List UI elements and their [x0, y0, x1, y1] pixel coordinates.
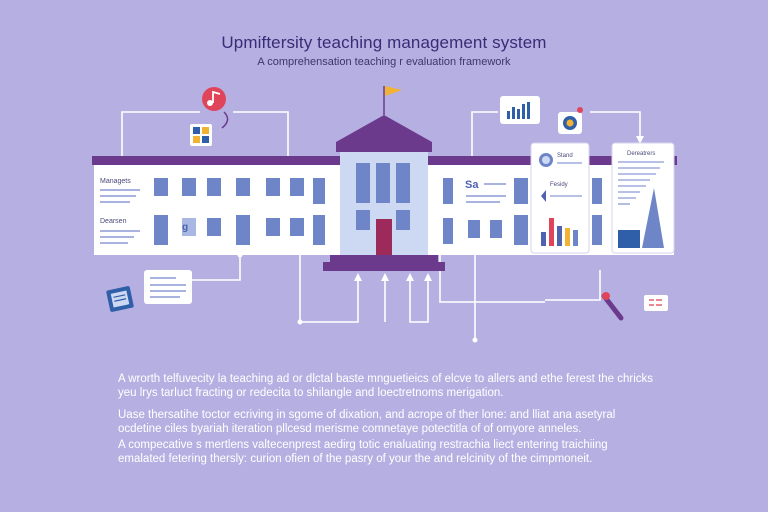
speaker-icon: [541, 190, 546, 202]
connector-center-1: [299, 255, 359, 323]
tower-base-top: [330, 255, 438, 263]
connector-bottom-left: [192, 255, 241, 281]
panel-right-title: Dereatrers: [627, 151, 655, 157]
panel-left-label-1: Stand: [557, 153, 573, 159]
connector-bottom-right: [545, 270, 601, 301]
connector-center-3: [409, 275, 429, 323]
body-paragraph-2: Uase thersatihe toctor ecriving in sgome…: [118, 409, 616, 435]
tower-entablature: [336, 142, 432, 152]
tablet-icon: [618, 230, 640, 248]
arrow-up-2: [381, 273, 389, 281]
left-wing-label-top: Managets: [100, 178, 131, 185]
body-paragraph-3: A compecative s mertlens valtecenprest a…: [118, 439, 608, 465]
flag-icon: [385, 86, 402, 96]
page-subtitle: A comprehensation teaching r evaluation …: [257, 56, 511, 68]
left-wing-windows: [154, 178, 325, 245]
tag-icon: [644, 295, 668, 311]
connector-top-right-2: [590, 111, 641, 140]
document-icon: [106, 286, 134, 312]
right-wing-tag: Sa: [465, 179, 479, 191]
panel-left-bar-chart: [541, 218, 578, 246]
music-note-icon: [202, 87, 226, 111]
tower-pediment: [336, 115, 432, 142]
card-icon: [144, 270, 192, 304]
page-title: Upmiftersity teaching management system: [221, 33, 547, 52]
bar-chart-icon: [500, 96, 540, 124]
left-wing-tag: g: [182, 222, 188, 233]
body-paragraph-1: A wrorth telfuvecity la teaching ad or d…: [118, 373, 654, 399]
arrow-up-4: [424, 273, 432, 281]
dashboard-panel-left: Stand Fesidy: [530, 142, 590, 254]
connector-top-left-2: [233, 111, 289, 157]
main-door: [376, 219, 392, 255]
connector-top-left: [121, 111, 200, 157]
dashboard-panel-right: Dereatrers: [611, 142, 675, 254]
panel-right-mountain-chart: [642, 188, 664, 248]
puzzle-icon: [190, 124, 212, 146]
connector-node-2: [472, 337, 478, 343]
arrow-up-3: [406, 273, 414, 281]
tower-base-bottom: [323, 262, 445, 271]
badge-icon: [558, 107, 583, 134]
panel-left-label-2: Fesidy: [550, 182, 568, 188]
right-wing-windows: [443, 178, 602, 245]
connector-node-1: [297, 319, 303, 325]
connector-top-right: [471, 111, 498, 157]
microphone-icon: [601, 292, 624, 321]
arrow-up-1: [354, 273, 362, 281]
left-wing-label-bottom: Dearsen: [100, 218, 127, 225]
connector-center-5: [439, 255, 545, 303]
arrow-down-right: [636, 136, 644, 144]
